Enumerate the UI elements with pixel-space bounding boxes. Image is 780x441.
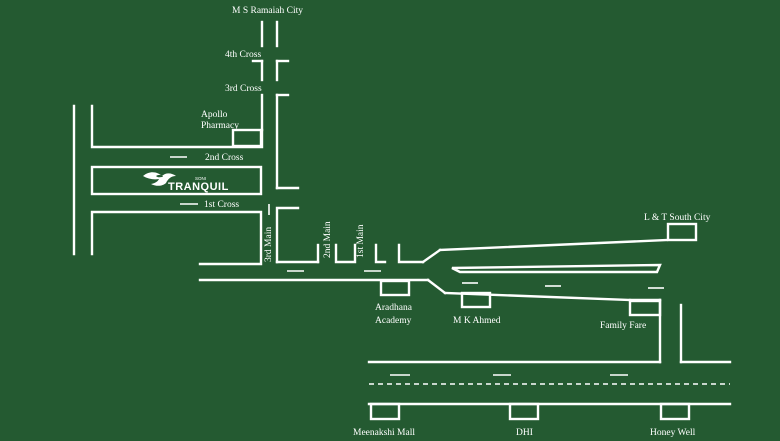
label-3rd-main: 3rd Main <box>264 227 274 262</box>
label-aradhana-line1: Aradhana <box>375 303 413 313</box>
dhi-marker <box>508 402 540 421</box>
label-lt-south-city: L & T South City <box>644 213 711 223</box>
upper-left-block <box>72 104 264 256</box>
label-2nd-main: 2nd Main <box>323 221 333 258</box>
meenakshi-mall-marker <box>369 402 401 421</box>
label-ms-ramaiah-city: M S Ramaiah City <box>232 6 303 16</box>
label-honey-well: Honey Well <box>650 428 696 438</box>
brand-name-text: TRANQUIL <box>168 181 229 193</box>
soni-tranquil-logo: SONI TRANQUIL <box>143 172 229 193</box>
label-1st-cross: 1st Cross <box>204 200 239 210</box>
bird-icon <box>143 172 176 186</box>
honey-well-marker <box>659 402 691 421</box>
main-streets <box>275 206 425 264</box>
lower-left-block <box>90 210 263 266</box>
label-3rd-cross: 3rd Cross <box>225 84 262 94</box>
project-plot <box>90 165 263 196</box>
family-fare-marker <box>628 299 662 317</box>
label-family-fare: Family Fare <box>600 321 646 331</box>
mk-ahmed-marker <box>460 291 492 309</box>
median-island <box>451 263 662 274</box>
label-apollo-line1: Apollo <box>201 110 228 120</box>
label-1st-main: 1st Main <box>356 224 366 258</box>
brand-small-text: SONI <box>195 176 206 181</box>
label-2nd-cross: 2nd Cross <box>205 153 244 163</box>
aradhana-academy-marker <box>379 279 411 297</box>
label-meenakshi-mall: Meenakshi Mall <box>353 428 415 438</box>
main-vertical-road <box>251 20 300 190</box>
label-mk-ahmed: M K Ahmed <box>453 316 501 326</box>
label-aradhana-line2: Academy <box>375 316 412 326</box>
label-apollo-line2: Pharmacy <box>201 121 239 131</box>
label-4th-cross: 4th Cross <box>225 50 261 60</box>
lt-south-city-marker <box>666 222 698 242</box>
label-dhi: DHI <box>516 428 533 438</box>
